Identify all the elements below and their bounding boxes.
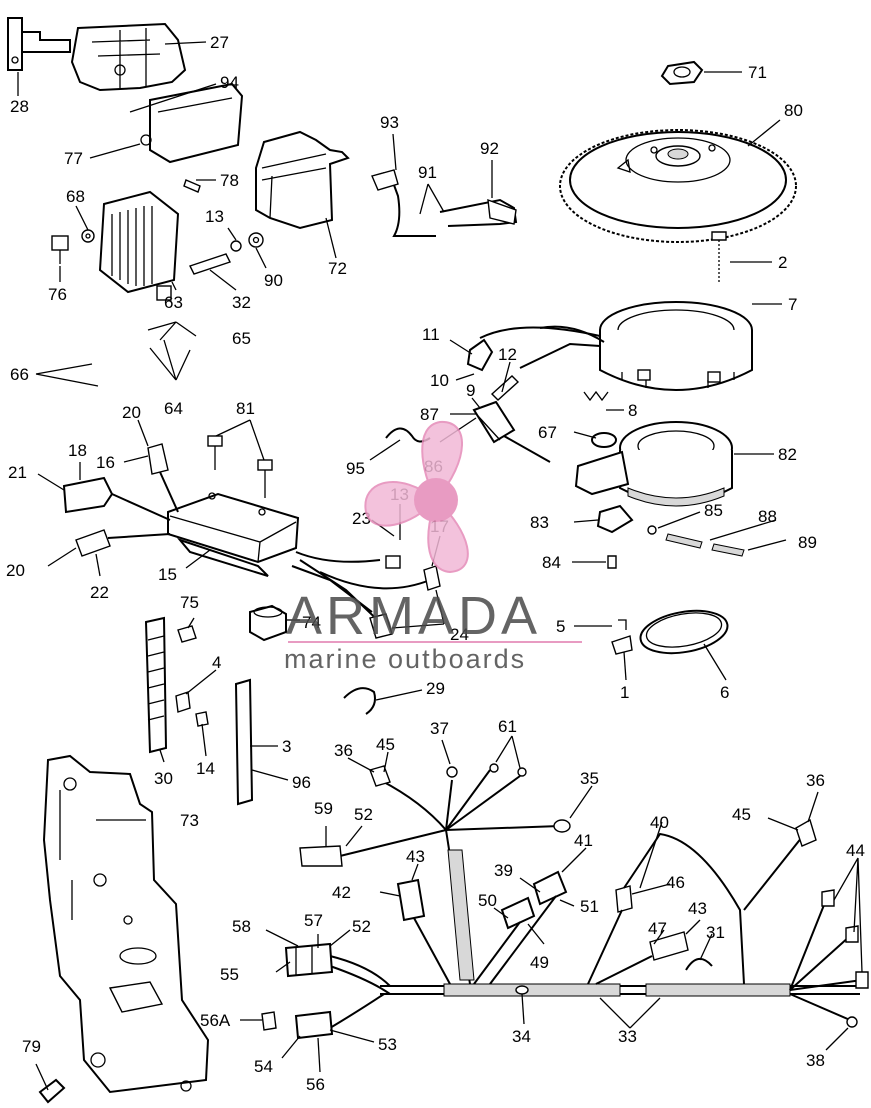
- callout-label: 83: [530, 513, 549, 532]
- callout-label: 92: [480, 139, 499, 158]
- callout-label: 36: [334, 741, 353, 760]
- callout-label: 9: [466, 381, 475, 400]
- callout-label: 84: [542, 553, 561, 572]
- callout-label: 41: [574, 831, 593, 850]
- callout-label: 7: [788, 295, 797, 314]
- callout-label: 49: [530, 953, 549, 972]
- callout-label: 82: [778, 445, 797, 464]
- callout-label: 89: [798, 533, 817, 552]
- callout-label: 95: [346, 459, 365, 478]
- callout-label: 27: [210, 33, 229, 52]
- callout-label: 76: [48, 285, 67, 304]
- callout-label: 74: [302, 613, 321, 632]
- propeller-logo-icon: [364, 420, 469, 574]
- part-drawings: [7, 17, 869, 1104]
- callout-label: 61: [498, 717, 517, 736]
- callout-label: 93: [380, 113, 399, 132]
- callout-label: 32: [232, 293, 251, 312]
- callout-label: 13: [205, 207, 224, 226]
- callout-label: 33: [618, 1027, 637, 1046]
- callout-label: 24: [450, 625, 469, 644]
- callout-label: 3: [282, 737, 291, 756]
- callout-label: 52: [352, 917, 371, 936]
- callout-label: 96: [292, 773, 311, 792]
- callout-label: 46: [666, 873, 685, 892]
- callout-label: 44: [846, 841, 865, 860]
- callout-label: 31: [706, 923, 725, 942]
- callout-label: 21: [8, 463, 27, 482]
- callout-label: 40: [650, 813, 669, 832]
- callout-label: 79: [22, 1037, 41, 1056]
- callout-label: 53: [378, 1035, 397, 1054]
- callout-labels: 27 28 94 77 78 68 76 63 13 32 90 72 93 9…: [6, 33, 865, 1094]
- callout-label: 29: [426, 679, 445, 698]
- callout-label: 43: [406, 847, 425, 866]
- callout-label: 90: [264, 271, 283, 290]
- callout-label: 2: [778, 253, 787, 272]
- callout-label: 1: [620, 683, 629, 702]
- callout-label: 55: [220, 965, 239, 984]
- callout-label: 52: [354, 805, 373, 824]
- callout-label: 28: [10, 97, 29, 116]
- callout-label: 78: [220, 171, 239, 190]
- callout-label: 94: [220, 73, 239, 92]
- callout-label: 45: [376, 735, 395, 754]
- callout-label: 71: [748, 63, 767, 82]
- leader-lines: [17, 41, 863, 1091]
- callout-label: 54: [254, 1057, 273, 1076]
- callout-label: 64: [164, 399, 183, 418]
- callout-label: 38: [806, 1051, 825, 1070]
- callout-label: 5: [556, 617, 565, 636]
- callout-label: 50: [478, 891, 497, 910]
- callout-label: 77: [64, 149, 83, 168]
- callout-label: 12: [498, 345, 517, 364]
- callout-label: 72: [328, 259, 347, 278]
- callout-label: 8: [628, 401, 637, 420]
- callout-label: 51: [580, 897, 599, 916]
- callout-label: 10: [430, 371, 449, 390]
- callout-label: 4: [212, 653, 221, 672]
- callout-label: 20: [6, 561, 25, 580]
- watermark-tagline: marine outboards: [284, 644, 526, 674]
- callout-label: 68: [66, 187, 85, 206]
- callout-label: 36: [806, 771, 825, 790]
- callout-label: 22: [90, 583, 109, 602]
- callout-label: 14: [196, 759, 215, 778]
- callout-label: 56: [306, 1075, 325, 1094]
- callout-label: 87: [420, 405, 439, 424]
- callout-label: 39: [494, 861, 513, 880]
- callout-label: 43: [688, 899, 707, 918]
- callout-label: 66: [10, 365, 29, 384]
- callout-label: 34: [512, 1027, 531, 1046]
- callout-label: 15: [158, 565, 177, 584]
- callout-label: 35: [580, 769, 599, 788]
- callout-label: 18: [68, 441, 87, 460]
- callout-label: 6: [720, 683, 729, 702]
- callout-label: 85: [704, 501, 723, 520]
- callout-label: 65: [232, 329, 251, 348]
- callout-label: 58: [232, 917, 251, 936]
- callout-label: 20: [122, 403, 141, 422]
- callout-label: 80: [784, 101, 803, 120]
- callout-label: 67: [538, 423, 557, 442]
- callout-label: 45: [732, 805, 751, 824]
- callout-label: 11: [422, 325, 440, 344]
- callout-label: 57: [304, 911, 323, 930]
- callout-label: 42: [332, 883, 351, 902]
- callout-label: 16: [96, 453, 115, 472]
- watermark: ARMADA marine outboards: [284, 420, 582, 674]
- callout-label: 47: [648, 919, 667, 938]
- callout-label: 91: [418, 163, 437, 182]
- callout-label: 81: [236, 399, 255, 418]
- watermark-brand: ARMADA: [286, 586, 541, 646]
- callout-label: 59: [314, 799, 333, 818]
- callout-label: 63: [164, 293, 183, 312]
- callout-label: 56A: [200, 1011, 231, 1030]
- callout-label: 75: [180, 593, 199, 612]
- callout-label: 30: [154, 769, 173, 788]
- callout-label: 37: [430, 719, 449, 738]
- callout-label: 88: [758, 507, 777, 526]
- callout-label: 73: [180, 811, 199, 830]
